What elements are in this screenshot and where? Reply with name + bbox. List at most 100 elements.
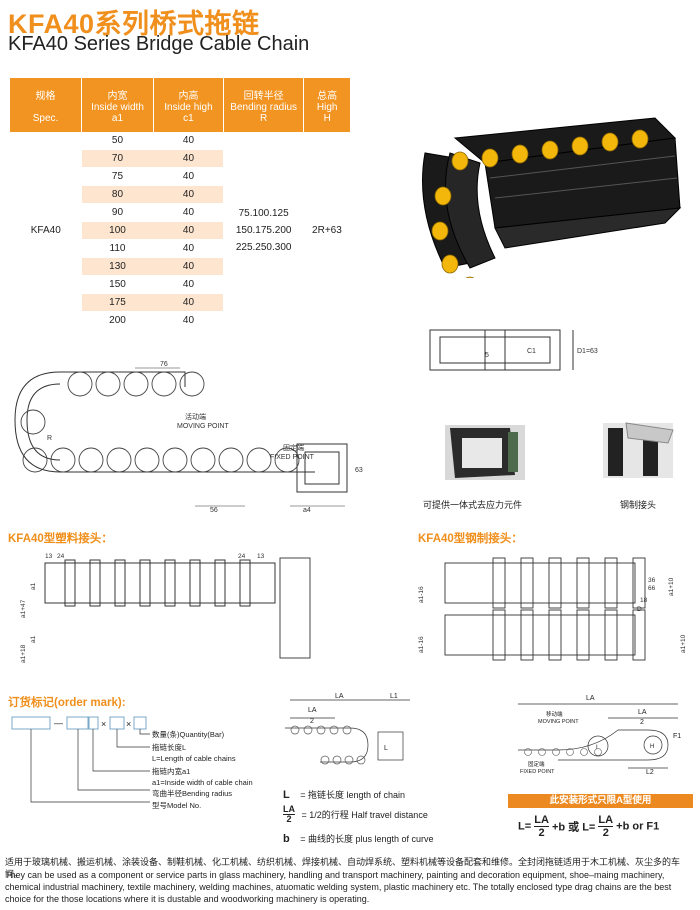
plastic-joint-title: KFA40型塑料接头： <box>8 533 113 545</box>
sj-dim-a1-16-top: a1-16 <box>418 586 425 603</box>
inside-width-cell: 80 <box>81 185 154 204</box>
radius-value: 150.175.200 <box>235 225 292 236</box>
label-fixed-point-cn: 固定端 <box>283 443 304 452</box>
chain-link <box>95 371 121 397</box>
chain-link-cap <box>631 129 649 149</box>
inside-high-cell: 40 <box>153 257 224 276</box>
radius-value: 75.100.125 <box>238 208 289 219</box>
inside-high-cell: 40 <box>153 293 224 312</box>
order-item-width-en: a1=Inside width of cable chain <box>152 778 253 787</box>
steel-crossbar <box>632 557 646 609</box>
inside-high-cell: 40 <box>153 203 224 222</box>
chain-link <box>552 748 560 756</box>
joint-crossbar <box>189 559 201 607</box>
chain-link <box>356 755 366 765</box>
legend-length: L = 拖链长度 length of chain <box>283 789 406 801</box>
chain-link <box>580 748 588 756</box>
inside-width-cell: 75 <box>81 167 154 186</box>
pj-dim-13-left: 13 <box>45 553 53 560</box>
chain-link <box>342 725 352 735</box>
plastic-stress-relief-photo <box>445 425 525 480</box>
joint-crossbar <box>164 559 176 607</box>
joint-crossbar <box>64 559 76 607</box>
legend-curve: b = 曲线的长度 plus length of curve <box>283 833 434 845</box>
joint-frame <box>44 562 276 604</box>
order-x-2: × <box>126 719 131 729</box>
order-sep-1: — <box>54 718 63 728</box>
sj-dim-18: 18 <box>640 597 648 604</box>
joint-crossbar <box>89 559 101 607</box>
joint-end-bracket <box>279 557 311 659</box>
chain-link <box>344 755 354 765</box>
install-label-i: I <box>596 745 598 751</box>
label-moving-point-cn: 活动端 <box>185 412 206 421</box>
total-high-cell: 2R+63 <box>303 132 350 330</box>
chain-link <box>303 725 313 735</box>
chain-link-cap <box>434 186 452 206</box>
page-title-cn: KFA40系列桥式拖链 <box>8 9 260 39</box>
steel-crossbar <box>520 609 534 661</box>
inside-width-cell: 70 <box>81 149 154 168</box>
travel-l1: L1 <box>390 693 398 700</box>
install-f1: F1 <box>673 733 681 740</box>
sj-dim-a1-16-bot: a1-16 <box>418 636 425 653</box>
pj-dim-13-right: 13 <box>257 553 265 560</box>
legend-half-travel: LA 2 = 1/2的行程 Half travel distance <box>283 804 428 824</box>
chain-3d-illustration <box>422 117 682 278</box>
joint-crossbar <box>239 559 251 607</box>
inside-high-cell: 40 <box>153 221 224 240</box>
chain-link-cap <box>465 276 475 278</box>
chain-link-cap <box>541 140 559 160</box>
travel-label-l: L <box>384 745 388 752</box>
radius-value: 225.250.300 <box>235 242 292 253</box>
joint-crossbar <box>114 559 126 607</box>
chain-link <box>134 447 160 473</box>
install-fixed-cn: 固定端 <box>528 760 545 768</box>
chain-link <box>594 748 602 756</box>
inside-high-cell: 40 <box>153 185 224 204</box>
dim-pitch: 76 <box>160 361 168 368</box>
inside-high-cell: 40 <box>153 311 224 330</box>
steel-frame <box>444 614 636 656</box>
travel-la: LA <box>335 693 344 700</box>
install-banner: 此安装形式只限A型使用 <box>508 794 693 808</box>
chain-link <box>218 447 244 473</box>
joint-crossbar <box>189 559 201 607</box>
install-la: LA <box>586 695 595 702</box>
inside-width-cell: 150 <box>81 275 154 294</box>
chain-link <box>316 725 326 735</box>
sj-dim-a1-10-top: a1+10 <box>668 577 675 596</box>
travel-diagram: LA L1 LA 2 L <box>285 693 410 765</box>
install-diagram: LA LA 2 F1 L2 I H 移动端 MOVING POINT 固定端 F… <box>518 695 681 775</box>
footer-cn: 适用于玻璃机械、搬运机械、涂装设备、制鞋机械、化工机械、纺织机械、焊接机械、自动… <box>5 857 681 879</box>
dim-56: 56 <box>210 507 218 514</box>
chain-link <box>162 447 188 473</box>
inside-high-cell: 40 <box>153 239 224 258</box>
cross-section-drawing: 5 C1 D1=63 <box>429 329 598 371</box>
inside-width-cell: 100 <box>81 221 154 240</box>
chain-link <box>179 371 205 397</box>
inside-width-cell: 90 <box>81 203 154 222</box>
install-label-h: H <box>650 744 654 750</box>
inside-width-cell: 110 <box>81 239 154 258</box>
steel-photo-caption: 钢制接头 <box>620 500 657 510</box>
sj-dim-36: 36 <box>648 577 656 584</box>
joint-crossbar <box>64 559 76 607</box>
chain-link <box>538 748 546 756</box>
chain-link <box>524 748 532 756</box>
bending-radius-cell: 75.100.125 150.175.200 225.250.300 <box>223 132 304 330</box>
joint-crossbar <box>89 559 101 607</box>
inside-high-cell: 40 <box>153 149 224 168</box>
steel-crossbar <box>492 557 506 609</box>
chain-link <box>123 371 149 397</box>
